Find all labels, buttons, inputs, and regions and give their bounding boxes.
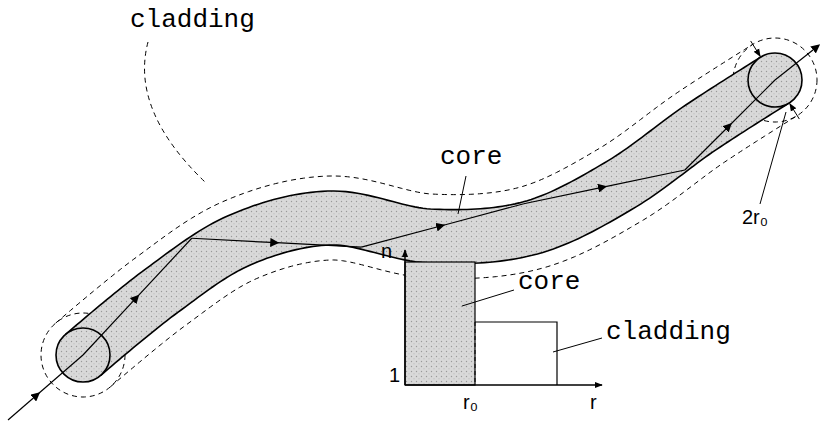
leader-line bbox=[553, 338, 602, 352]
axis-label: n bbox=[381, 240, 392, 262]
centerline bbox=[83, 80, 775, 355]
incoming-ray bbox=[8, 355, 83, 420]
light-ray bbox=[685, 80, 775, 170]
core-label: core bbox=[440, 143, 502, 172]
n-axis bbox=[404, 250, 406, 385]
diameter-arrow bbox=[790, 104, 800, 119]
light-ray bbox=[192, 238, 362, 247]
cladding-step bbox=[475, 322, 557, 385]
core-step bbox=[405, 262, 475, 385]
dimension-label: 2r₀ bbox=[742, 206, 768, 228]
light-ray bbox=[524, 170, 685, 204]
boundary-dash bbox=[475, 322, 476, 385]
r-axis bbox=[405, 384, 602, 386]
leader-line bbox=[145, 42, 205, 182]
cladding-label: cladding bbox=[606, 318, 731, 347]
outgoing-ray bbox=[775, 46, 818, 80]
core-label: core bbox=[518, 268, 580, 297]
axis-value: 1 bbox=[389, 364, 400, 386]
light-ray bbox=[83, 238, 192, 355]
axis-label: r bbox=[590, 391, 597, 413]
axis-value: r₀ bbox=[463, 391, 478, 413]
index-profile-graph bbox=[405, 250, 602, 385]
leader-line bbox=[462, 290, 514, 306]
leader-line bbox=[458, 176, 466, 214]
cladding-label: cladding bbox=[130, 6, 255, 35]
diameter-arrow bbox=[751, 41, 761, 56]
leader-line bbox=[760, 112, 786, 204]
optical-fiber bbox=[8, 38, 818, 420]
